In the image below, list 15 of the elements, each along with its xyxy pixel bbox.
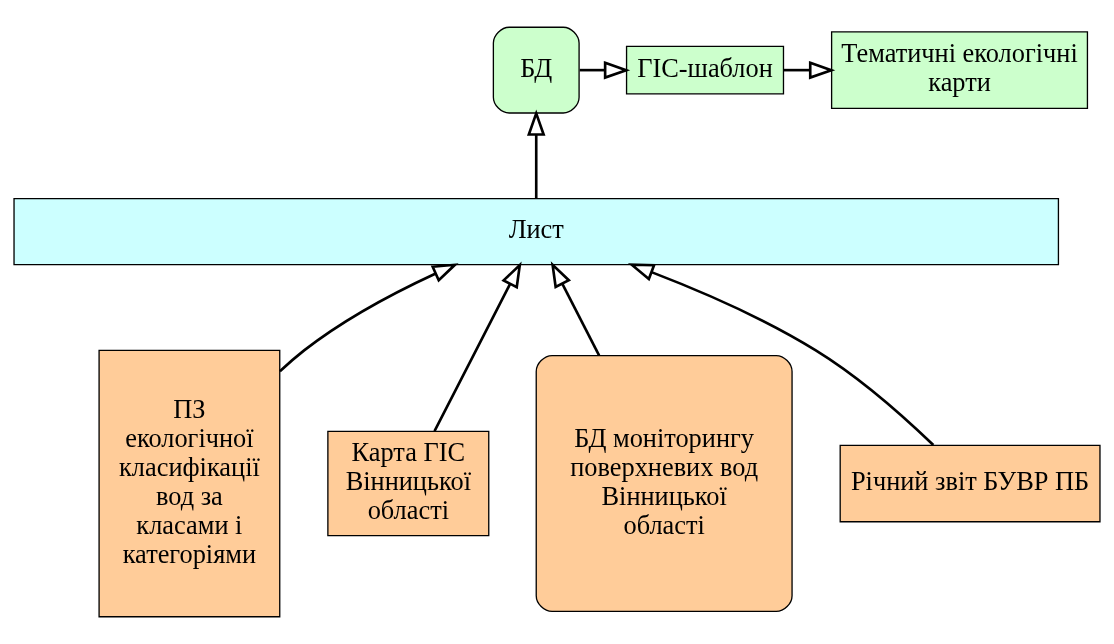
- node-box: Лист: [13, 198, 1060, 266]
- node-box: Тематичні екологічні карти: [830, 31, 1089, 110]
- node-box: Карта ГІС Вінницької області: [327, 430, 490, 537]
- arrow: [627, 263, 935, 446]
- node-box: БД моніторингу поверхневих вод Вінницької області: [535, 354, 793, 613]
- arrow: [279, 263, 459, 373]
- node-box: БД: [492, 26, 580, 114]
- node-box: ГІС-шаблон: [625, 45, 785, 95]
- arrow: [433, 261, 522, 432]
- arrow: [783, 60, 836, 80]
- arrow: [550, 261, 601, 357]
- arrow: [579, 60, 631, 80]
- node-box: Річний звіт БУВР ПБ: [839, 444, 1101, 523]
- arrow: [527, 109, 546, 199]
- node-box: ПЗ екологічної класифікації вод за класами і категоріями: [98, 349, 281, 618]
